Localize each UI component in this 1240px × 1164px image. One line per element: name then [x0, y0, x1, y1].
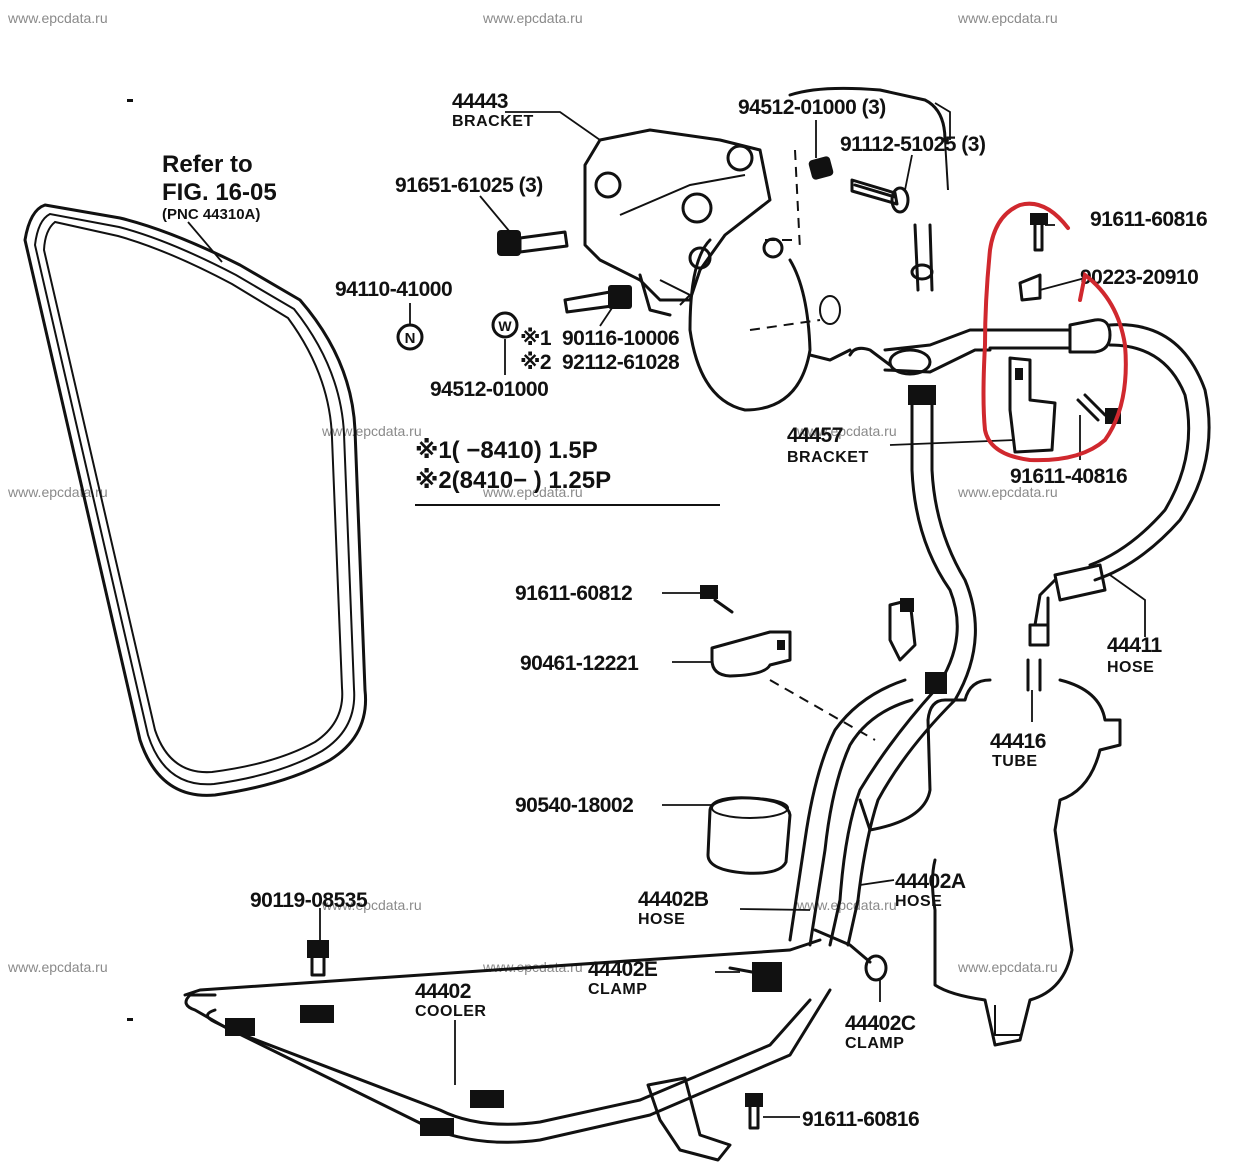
part-number-44402B: 44402B [638, 888, 709, 911]
part-name-44402A: HOSE [895, 893, 942, 910]
part-name-44443: BRACKET [452, 113, 534, 130]
part-labels: 44443 BRACKET 94512-01000 (3) 91112-5102… [250, 90, 1208, 1131]
tube-44416 [1026, 623, 1050, 692]
watermark: www.epcdata.ru [321, 897, 422, 913]
part-name-44457: BRACKET [787, 449, 869, 466]
bolt-91611-bottom [745, 1093, 763, 1130]
part-number-91611-60816-top: 91611-60816 [1090, 208, 1207, 231]
part-number-91611-60812: 91611-60812 [515, 582, 632, 605]
part-number-94110: 94110-41000 [335, 278, 452, 301]
part-number-91611-40816: 91611-40816 [1010, 465, 1127, 488]
watermark: www.epcdata.ru [957, 484, 1058, 500]
bolt-91611-60812 [700, 585, 734, 614]
clamp-90461 [710, 630, 792, 678]
hose-44411 [988, 318, 1211, 627]
watermarks: www.epcdata.ru www.epcdata.ru www.epcdat… [7, 10, 1058, 975]
part-number-91651: 91651-61025 (3) [395, 174, 543, 197]
part-number-92112: 92112-61028 [562, 351, 680, 374]
part-number-94512: 94512-01000 [430, 378, 548, 401]
watermark: www.epcdata.ru [7, 959, 108, 975]
part-number-44402: 44402 [415, 980, 471, 1003]
sleeve-90540 [706, 796, 792, 875]
part-number-94512-3: 94512-01000 (3) [738, 96, 886, 119]
part-number-90223: 90223-20910 [1080, 266, 1198, 289]
part-number-90461: 90461-12221 [520, 652, 639, 675]
watermark: www.epcdata.ru [957, 959, 1058, 975]
bolt-91611-top [1030, 213, 1048, 252]
part-number-91112: 91112-51025 (3) [840, 133, 985, 156]
watermark: www.epcdata.ru [796, 897, 897, 913]
watermark: www.epcdata.ru [321, 423, 422, 439]
reservoir [858, 678, 1122, 1047]
leader-lines [319, 102, 1146, 1118]
part-number-44411: 44411 [1107, 634, 1163, 657]
hardware-bolt-91112 [850, 178, 910, 214]
highlight-annotation [981, 201, 1128, 463]
hose-44402B [788, 672, 947, 947]
part-name-44416: TUBE [992, 753, 1038, 770]
part-name-44402E: CLAMP [588, 981, 647, 998]
part-number-90119: 90119-08535 [250, 889, 368, 912]
nut-symbol-letter: N [405, 330, 416, 347]
bracket-44457 [1008, 356, 1057, 454]
reference-line1: Refer to [162, 151, 253, 178]
reference-line3: (PNC 44310A) [162, 206, 260, 223]
hose-44402A [828, 385, 977, 947]
part-name-44411: HOSE [1107, 659, 1154, 676]
hardware-nut-94512 [808, 156, 834, 180]
part-number-44443: 44443 [452, 90, 508, 113]
part-number-44402A: 44402A [895, 870, 966, 893]
clamp-44402C [813, 928, 888, 982]
clamp-cooler [646, 1076, 732, 1162]
cooler-44402 [183, 938, 832, 1144]
power-steering-pump [688, 86, 992, 412]
watermark: www.epcdata.ru [7, 10, 108, 26]
nut-symbol: N [396, 323, 424, 351]
hardware-stud-90116 [563, 285, 632, 314]
part-number-44402E: 44402E [588, 958, 658, 981]
part-number-90540: 90540-18002 [515, 794, 633, 817]
part-name-44402C: CLAMP [845, 1035, 904, 1052]
note-thread-1: ※1( −8410) 1.5P [415, 437, 598, 464]
part-number-91611-60816-bottom: 91611-60816 [802, 1108, 919, 1131]
clamp-44402E [728, 962, 782, 992]
washer-symbol-letter: W [498, 318, 512, 334]
part-name-44402: COOLER [415, 1003, 486, 1020]
part-number-90116: 90116-10006 [562, 327, 679, 350]
hardware-bolt-91651 [497, 230, 569, 256]
part-number-44457: 44457 [787, 424, 843, 447]
part-number-44416: 44416 [990, 730, 1046, 753]
clamp-90223 [1018, 273, 1042, 302]
hose-fitting-upper [910, 223, 934, 292]
washer-symbol: W [491, 311, 519, 339]
watermark: www.epcdata.ru [482, 10, 583, 26]
watermark: www.epcdata.ru [957, 10, 1058, 26]
reference-line2: FIG. 16-05 [162, 179, 277, 206]
part-name-44402B: HOSE [638, 911, 685, 928]
part-prefix-92112: ※2 [520, 351, 551, 374]
note-thread-2: ※2(8410− ) 1.25P [415, 467, 611, 494]
drive-belt [23, 203, 368, 797]
part-number-44402C: 44402C [845, 1012, 916, 1035]
bolt-90119 [307, 940, 329, 977]
part-prefix-90116: ※1 [520, 327, 552, 350]
watermark: www.epcdata.ru [482, 484, 583, 500]
clip-upper [888, 598, 917, 662]
watermark: www.epcdata.ru [796, 423, 897, 439]
